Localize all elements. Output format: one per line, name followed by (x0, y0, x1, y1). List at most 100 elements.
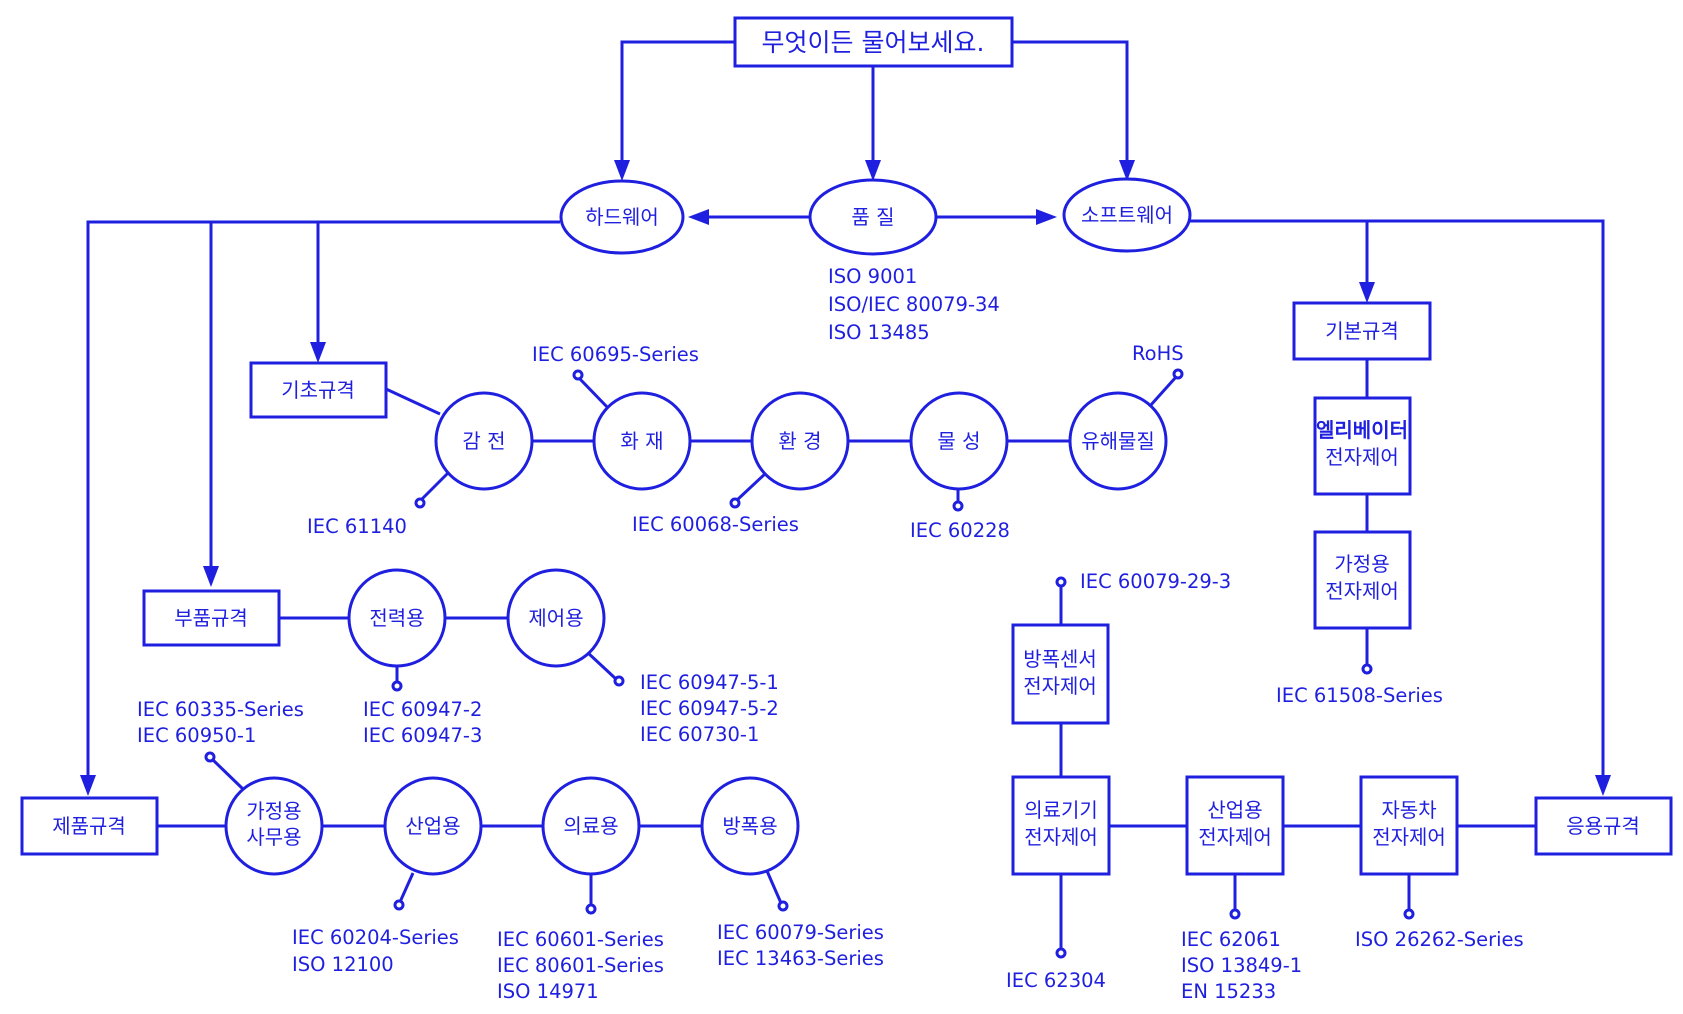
node-label: 감 전 (462, 429, 505, 453)
category-software-label: 소프트웨어 (1081, 203, 1173, 227)
node-label: 유해물질 (1081, 429, 1155, 453)
standard-label: IEC 60730-1 (640, 723, 759, 746)
node-label-line2: 사무용 (246, 825, 301, 849)
node-medical: 의료용 (541, 776, 641, 876)
elevator-label: 엘리베이터 (1316, 418, 1408, 442)
standard-label: IEC 62061 (1181, 928, 1281, 951)
arrowhead (1119, 160, 1135, 181)
basic-standards-box: 기초규격 (249, 361, 388, 419)
node-industrial: 산업용 (383, 776, 483, 876)
standard-label: IEC 60068-Series (632, 513, 799, 536)
node-power: 전력용 (347, 568, 447, 668)
automotive-label: 자동차 (1381, 798, 1436, 822)
industrial-control-box: 산업용 전자제어 (1185, 775, 1285, 876)
standard-label: ISO 13849-1 (1181, 954, 1302, 977)
basic-standards-label: 기초규격 (281, 378, 355, 402)
arrowhead (1036, 209, 1057, 225)
standard-label: IEC 60947-5-1 (640, 671, 779, 694)
node-label: 화 재 (620, 429, 663, 453)
standard-label: ISO/IEC 80079-34 (828, 293, 1000, 316)
standard-label: IEC 60079-Series (717, 921, 884, 944)
node-hazardous-substances: 유해물질 (1068, 391, 1168, 491)
elevator-control-box: 엘리베이터 전자제어 (1313, 396, 1412, 496)
standard-label: IEC 60950-1 (137, 724, 256, 747)
medical-device-label: 의료기기 (1024, 798, 1098, 822)
arrowheads (80, 160, 1611, 796)
standard-label: RoHS (1132, 342, 1184, 365)
standard-label: EN 15233 (1181, 980, 1276, 1003)
node-household-office: 가정용 사무용 (224, 776, 324, 876)
component-standards-label: 부품규격 (174, 606, 248, 630)
standard-label: ISO 26262-Series (1355, 928, 1524, 951)
standard-label: IEC 60335-Series (137, 698, 304, 721)
category-quality-label: 품 질 (851, 205, 894, 229)
automotive-control-box: 자동차 전자제어 (1359, 775, 1459, 876)
node-environment: 환 경 (750, 391, 850, 491)
electronic-control-label: 전자제어 (1023, 674, 1097, 698)
node-control: 제어용 (506, 568, 606, 668)
category-hardware-label: 하드웨어 (585, 205, 659, 229)
category-hardware: 하드웨어 (559, 179, 685, 255)
arrowhead (310, 342, 326, 363)
node-label: 산업용 (405, 814, 460, 838)
household-label: 가정용 (1334, 552, 1389, 576)
pin-leaders (204, 368, 1415, 959)
arrowhead (614, 160, 630, 181)
standard-label: ISO 13485 (828, 321, 930, 344)
arrowhead (865, 160, 881, 181)
explosion-sensor-control-box: 방폭센서 전자제어 (1011, 623, 1110, 725)
electronic-control-label: 전자제어 (1198, 825, 1272, 849)
standard-label: IEC 60695-Series (532, 343, 699, 366)
node-label: 방폭용 (722, 814, 777, 838)
standard-label: IEC 60601-Series (497, 928, 664, 951)
standard-label: ISO 12100 (292, 953, 394, 976)
node-label: 전력용 (369, 606, 424, 630)
household-control-box: 가정용 전자제어 (1313, 530, 1412, 630)
electronic-control-label: 전자제어 (1024, 825, 1098, 849)
category-software: 소프트웨어 (1062, 177, 1192, 253)
arrowhead (1595, 775, 1611, 796)
standard-label: IEC 60079-29-3 (1080, 570, 1231, 593)
fundamental-standards-label: 기본규격 (1325, 319, 1399, 343)
standard-label: IEC 60947-5-2 (640, 697, 779, 720)
electronic-control-label: 전자제어 (1372, 825, 1446, 849)
standard-label: IEC 60947-3 (363, 724, 482, 747)
application-standards-label: 응용규격 (1566, 814, 1640, 838)
top-title-box: 무엇이든 물어보세요. (733, 16, 1014, 68)
electronic-control-label: 전자제어 (1325, 579, 1399, 603)
product-standards-box: 제품규격 (20, 796, 159, 856)
standard-label: IEC 62304 (1006, 969, 1106, 992)
fundamental-standards-box: 기본규격 (1292, 301, 1432, 361)
arrowhead (1359, 282, 1375, 303)
standard-label: ISO 9001 (828, 265, 917, 288)
connectors (86, 40, 1605, 828)
application-standards-box: 응용규격 (1534, 796, 1673, 856)
node-electric-shock: 감 전 (434, 391, 534, 491)
node-fire: 화 재 (592, 391, 692, 491)
node-explosion-proof: 방폭용 (700, 776, 800, 876)
component-standards-box: 부품규격 (142, 589, 281, 647)
node-label: 제어용 (528, 606, 583, 630)
standard-label: IEC 60947-2 (363, 698, 482, 721)
standard-label: ISO 14971 (497, 980, 599, 1003)
standard-label: IEC 60228 (910, 519, 1010, 542)
top-title: 무엇이든 물어보세요. (762, 28, 985, 57)
arrowhead (203, 566, 219, 587)
product-standards-label: 제품규격 (52, 814, 126, 838)
category-quality: 품 질 (808, 178, 938, 256)
industrial-label: 산업용 (1207, 798, 1262, 822)
standard-label: IEC 61508-Series (1276, 684, 1443, 707)
standard-label: IEC 80601-Series (497, 954, 664, 977)
standard-label: IEC 13463-Series (717, 947, 884, 970)
quality-standards: ISO 9001 ISO/IEC 80079-34 ISO 13485 (828, 265, 1000, 344)
node-label: 의료용 (563, 814, 618, 838)
node-material-property: 물 성 (909, 391, 1009, 491)
electronic-control-label: 전자제어 (1325, 445, 1399, 469)
node-label-line1: 가정용 (246, 799, 301, 823)
standard-label: IEC 60204-Series (292, 926, 459, 949)
arrowhead (688, 209, 709, 225)
explosion-sensor-label: 방폭센서 (1023, 647, 1097, 671)
medical-device-control-box: 의료기기 전자제어 (1011, 775, 1111, 876)
node-label: 물 성 (937, 429, 980, 453)
